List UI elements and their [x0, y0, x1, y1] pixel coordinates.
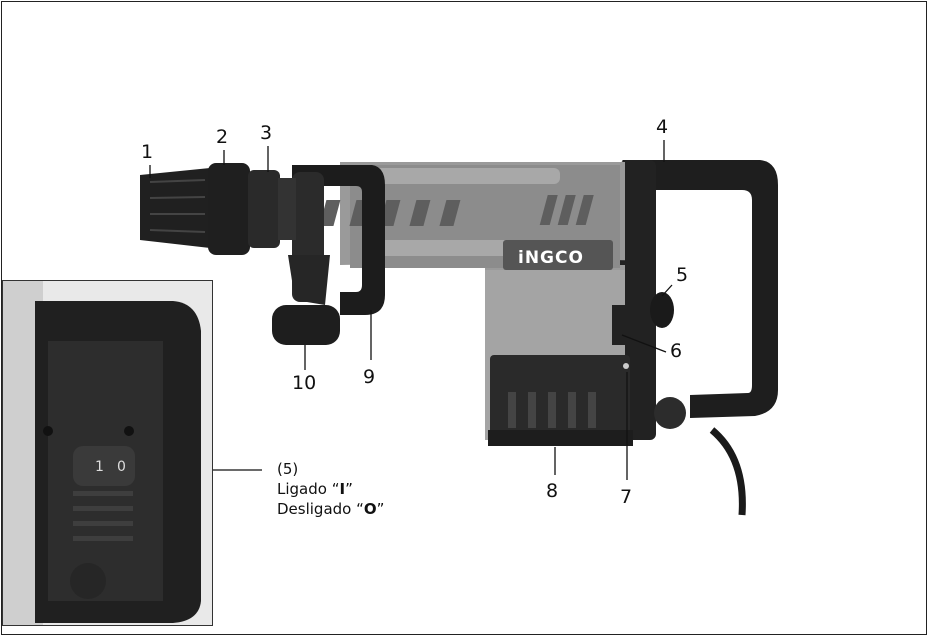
- screw: [623, 363, 629, 369]
- rear-handle: [622, 160, 778, 418]
- switch-knob: [650, 292, 674, 328]
- brush-cover-ribs: [508, 392, 596, 428]
- switch-off-label: 0: [117, 459, 126, 475]
- callout-6: 6: [670, 340, 683, 362]
- power-cord: [709, 427, 746, 516]
- switch-closeup-inset: 1 0: [2, 280, 213, 626]
- callout-5: 5: [676, 264, 689, 286]
- on-symbol: I: [339, 480, 346, 498]
- cord-guard-closeup: [70, 563, 106, 599]
- caption-on-line: Ligado “I”: [277, 480, 353, 498]
- chuck-sleeve: [208, 163, 250, 255]
- off-symbol: O: [363, 500, 377, 518]
- brand-plate: [503, 240, 613, 270]
- auxiliary-handle-knob: [272, 305, 340, 345]
- callout-1: 1: [141, 141, 154, 163]
- switch-on-label: 1: [95, 459, 104, 475]
- speed-dial-slot: [612, 305, 628, 345]
- chuck-grooves: [149, 179, 206, 233]
- leader-lines: [135, 140, 673, 480]
- top-grip: [360, 168, 560, 184]
- callout-7: 7: [620, 486, 633, 508]
- callout-4: 4: [656, 116, 669, 138]
- callout-8: 8: [546, 480, 559, 502]
- caption-off-line: Desligado “O”: [277, 500, 385, 518]
- switch-caption: (5) Ligado “I” Desligado “O”: [277, 459, 384, 519]
- callout-10: 10: [292, 372, 317, 394]
- on-off-switch: [73, 446, 135, 486]
- caption-ref: (5): [277, 460, 299, 478]
- chuck-tip: [140, 168, 210, 248]
- cord-guard: [654, 397, 686, 429]
- base-plate: [488, 430, 633, 446]
- callout-2: 2: [216, 126, 229, 148]
- switch-closeup-illustration: [3, 281, 201, 625]
- chuck-neck: [278, 178, 296, 240]
- callout-3: 3: [260, 122, 273, 144]
- callout-9: 9: [363, 366, 376, 388]
- chuck-collar: [248, 170, 280, 248]
- brand-logo: iNGCO: [518, 248, 584, 268]
- auxiliary-handle-joint: [288, 255, 330, 305]
